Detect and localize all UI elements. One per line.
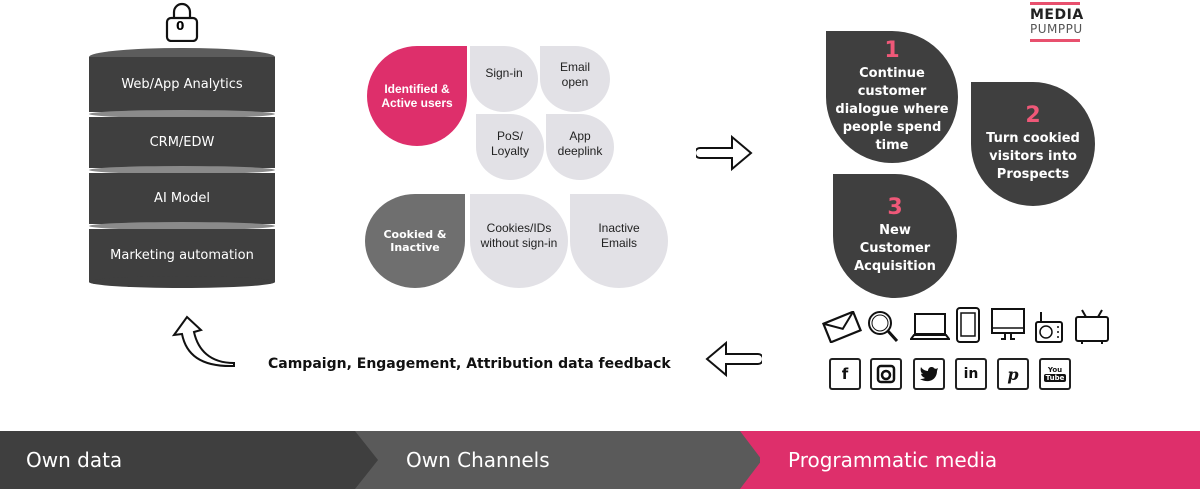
facebook-icon: f [829,358,861,390]
desktop-icon [991,308,1025,340]
goal-1: 1 Continue customer dialogue where peopl… [826,31,958,163]
pinterest-icon: p [997,358,1029,390]
db-separator [89,222,275,230]
segment-item-cookies-ids: Cookies/IDs without sign-in [470,194,568,288]
goal-text: Continue customer dialogue where people … [835,66,949,153]
media-pumppu-logo: MEDIA PUMPPU [1030,2,1084,42]
arrow-right-icon [696,134,753,172]
curved-arrow-up-icon [171,315,235,368]
logo-line [1030,2,1080,5]
logo-line2: PUMPPU [1030,22,1083,36]
db-separator [89,110,275,118]
tablet-icon [956,307,980,343]
email-icon [821,311,863,343]
goal-2: 2 Turn cookied visitors into Prospects [971,82,1095,206]
logo-line1: MEDIA [1030,7,1084,23]
db-layer-ai-model: AI Model [89,173,275,224]
segment-item-inactive-emails: Inactive Emails [570,194,668,288]
stage-own-data-shape [0,431,378,489]
stage-label: Programmatic media [788,448,998,472]
tv-icon [1075,309,1109,344]
stage-label: Own Channels [406,448,550,472]
logo-line [1030,39,1080,42]
stage-own-channels: Own Channels [380,431,720,489]
segment-identified-active: Identified & Active users [367,46,467,146]
db-separator [89,166,275,174]
arrow-left-icon [705,340,762,378]
segment-cookied-inactive: Cookied & Inactive [365,194,465,288]
db-layer-crm: CRM/EDW [89,117,275,168]
db-bottom [89,276,275,288]
stage-programmatic-media: Programmatic media [720,431,1200,489]
youtube-you: You [1047,366,1063,374]
segment-item-pos-loyalty: PoS/ Loyalty [476,114,544,180]
segment-item-email-open: Email open [540,46,610,112]
segment-item-sign-in: Sign-in [470,46,538,112]
goal-text: New Customer Acquisition [854,223,936,274]
youtube-icon: You Tube [1039,358,1071,390]
youtube-tube: Tube [1043,374,1067,382]
search-icon [868,311,899,343]
segment-item-app-deeplink: App deeplink [546,114,614,180]
db-layer-marketing-automation: Marketing automation [89,229,275,282]
radio-icon [1035,312,1063,343]
goal-number: 2 [1025,103,1041,128]
goal-3: 3 New Customer Acquisition [833,174,957,298]
instagram-icon [870,358,902,390]
laptop-icon [910,313,950,340]
stage-label: Own data [26,448,123,472]
stage-own-data: Own data [0,431,340,489]
lock-label: 0 [176,19,185,33]
stage-own-channels-shape [320,431,760,489]
goal-number: 3 [887,195,903,220]
linkedin-icon: in [955,358,987,390]
feedback-label: Campaign, Engagement, Attribution data f… [268,356,671,372]
twitter-icon [913,358,945,390]
db-layer-web-analytics: Web/App Analytics [89,57,275,112]
goal-text: Turn cookied visitors into Prospects [986,131,1080,182]
goal-number: 1 [884,38,900,63]
lock-icon [165,2,199,42]
